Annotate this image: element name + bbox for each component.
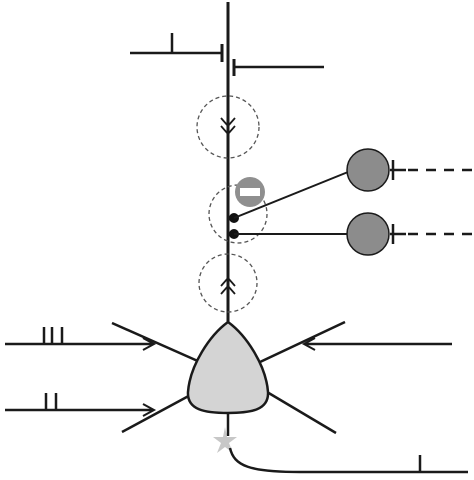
dendritic-compartment-top bbox=[196, 95, 260, 159]
double-chevron-up-icon bbox=[220, 276, 236, 295]
interneuron-axon bbox=[233, 171, 349, 219]
arrow-head-icon bbox=[142, 403, 157, 417]
dendritic-compartment-bottom bbox=[198, 253, 258, 313]
interneuron-upper bbox=[233, 148, 474, 219]
left-input-fiber-lower bbox=[5, 393, 157, 417]
top-left-input-fiber bbox=[130, 33, 224, 62]
arrow-head-icon bbox=[142, 337, 157, 351]
star-burst-icon bbox=[213, 427, 237, 453]
top-right-input-fiber bbox=[232, 59, 324, 76]
interneuron-lower bbox=[234, 212, 474, 256]
axon-output-fiber bbox=[228, 447, 468, 474]
pyramidal-soma bbox=[186, 320, 270, 415]
left-input-fiber-upper bbox=[5, 327, 157, 351]
basal-dendrites bbox=[111, 320, 346, 435]
minus-sign-icon bbox=[235, 177, 265, 207]
right-input-fiber bbox=[301, 337, 452, 351]
arrow-head-icon bbox=[301, 337, 316, 351]
double-chevron-down-icon bbox=[220, 117, 236, 136]
